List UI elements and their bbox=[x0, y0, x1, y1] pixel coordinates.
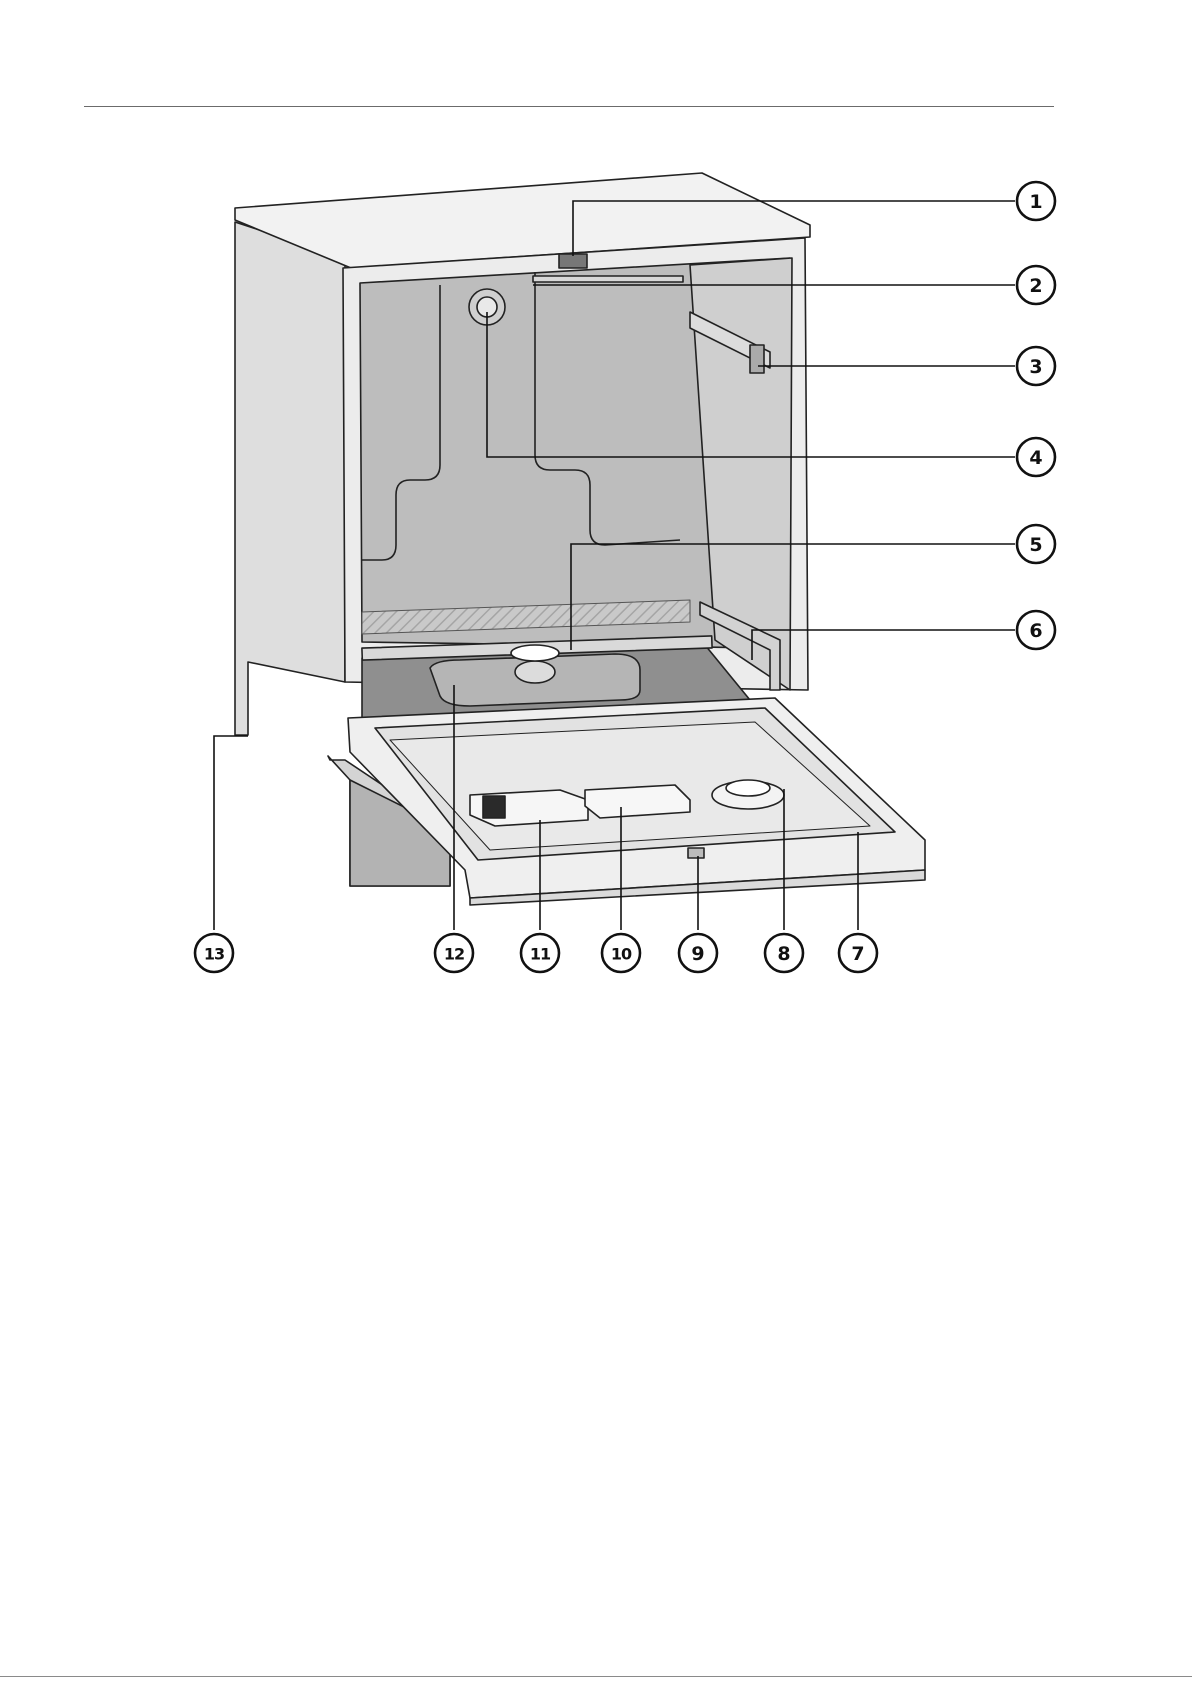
callout-2: 2 bbox=[1017, 266, 1055, 304]
callout-7-label: 7 bbox=[851, 943, 864, 965]
callout-10-label: 10 bbox=[611, 945, 632, 964]
callout-3: 3 bbox=[1017, 347, 1055, 385]
callout-2-label: 2 bbox=[1029, 275, 1042, 297]
callout-12: 12 bbox=[435, 934, 473, 972]
callout-12-label: 12 bbox=[444, 945, 464, 964]
callout-3-label: 3 bbox=[1029, 356, 1042, 378]
spray-arm-hub bbox=[515, 661, 555, 683]
callout-7: 7 bbox=[839, 934, 877, 972]
callout-6: 6 bbox=[1017, 611, 1055, 649]
callout-8: 8 bbox=[765, 934, 803, 972]
callout-6-label: 6 bbox=[1029, 620, 1042, 642]
door-latch bbox=[688, 848, 704, 858]
callout-4-label: 4 bbox=[1029, 447, 1042, 469]
callout-10: 10 bbox=[602, 934, 640, 972]
callout-1: 1 bbox=[1017, 182, 1055, 220]
callout-1-label: 1 bbox=[1029, 191, 1042, 213]
callout-8-label: 8 bbox=[777, 943, 790, 965]
inner-top-strip bbox=[533, 276, 683, 282]
callout-5: 5 bbox=[1017, 525, 1055, 563]
callout-9-label: 9 bbox=[691, 943, 704, 965]
callout-4: 4 bbox=[1017, 438, 1055, 476]
footer-rule bbox=[0, 1676, 1192, 1677]
callout-11: 11 bbox=[521, 934, 559, 972]
callout-13-label: 13 bbox=[204, 945, 224, 964]
callout-11-label: 11 bbox=[530, 945, 551, 964]
callout-5-label: 5 bbox=[1029, 534, 1042, 556]
callout-13: 13 bbox=[195, 934, 233, 972]
left-side-panel bbox=[235, 222, 345, 735]
door-lock-top bbox=[559, 254, 587, 268]
dispenser-10 bbox=[585, 785, 690, 818]
machine-body bbox=[235, 173, 925, 905]
callout-9: 9 bbox=[679, 934, 717, 972]
